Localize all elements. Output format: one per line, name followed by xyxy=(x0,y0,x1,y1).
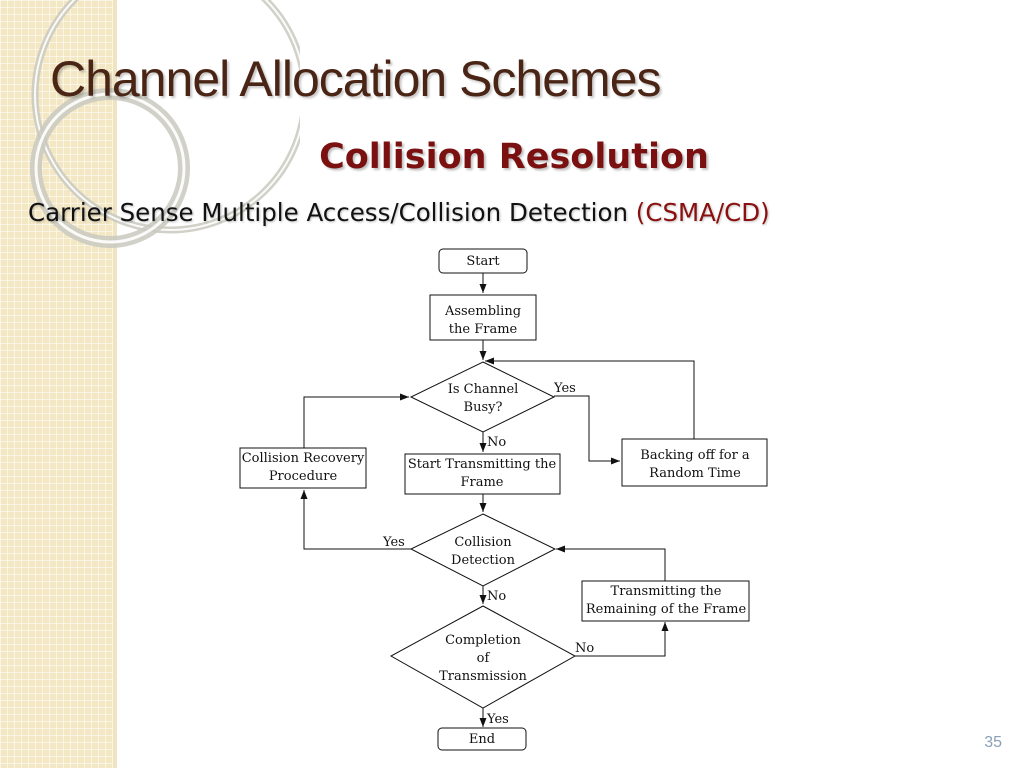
node-completion xyxy=(389,605,577,709)
node-backoff xyxy=(621,438,768,487)
flow-connectors xyxy=(300,273,695,727)
transmit-label-1: Start Transmitting the xyxy=(408,457,557,472)
collision-label-2: Detection xyxy=(451,553,516,568)
node-channel-busy xyxy=(409,361,556,433)
left-decorative-band xyxy=(0,0,113,768)
busy-label-1: Is Channel xyxy=(448,382,519,397)
node-collision-detection xyxy=(409,513,557,587)
assemble-label-2: the Frame xyxy=(449,322,518,337)
node-start xyxy=(438,248,528,274)
completion-label-2: of xyxy=(477,651,491,666)
node-start-transmit xyxy=(404,453,561,495)
remaining-label-2: Remaining of the Frame xyxy=(586,602,747,617)
heading-abbreviation: (CSMA/CD) xyxy=(635,198,770,227)
transmit-label-2: Frame xyxy=(460,475,503,490)
edge-label-collision-yes: Yes xyxy=(382,535,405,550)
left-band-edge xyxy=(113,0,117,768)
node-end xyxy=(437,727,527,751)
recovery-label-1: Collision Recovery xyxy=(242,451,365,466)
arrow-busy-yes-to-backoff xyxy=(554,395,620,465)
assemble-label-1: Assembling xyxy=(444,304,521,319)
node-transmit-remaining xyxy=(581,580,750,622)
completion-label-1: Completion xyxy=(445,633,521,648)
backoff-label-1: Backing off for a xyxy=(640,448,750,463)
edge-label-collision-no: No xyxy=(487,589,506,604)
edge-label-busy-no: No xyxy=(487,435,506,450)
edge-label-completion-no: No xyxy=(575,641,594,656)
end-label: End xyxy=(469,732,495,747)
slide-subtitle: Collision Resolution xyxy=(0,137,1024,177)
arrow-collision-yes-to-recovery xyxy=(300,490,411,550)
backoff-label-2: Random Time xyxy=(649,466,741,481)
start-label: Start xyxy=(466,254,500,269)
arrow-backoff-to-busy xyxy=(485,357,695,439)
arrow-remaining-to-collision xyxy=(556,545,666,581)
node-collision-recovery xyxy=(239,447,367,489)
node-assemble-frame xyxy=(429,294,537,341)
busy-label-2: Busy? xyxy=(464,400,503,415)
arrow-completion-no-to-remaining xyxy=(575,622,669,657)
subtitle-text: Collision Resolution xyxy=(319,137,709,177)
heading-main-text: Carrier Sense Multiple Access/Collision … xyxy=(28,198,628,227)
slide-number: 35 xyxy=(984,734,1002,751)
collision-label-1: Collision xyxy=(454,535,512,550)
recovery-label-2: Procedure xyxy=(269,469,338,484)
edge-label-completion-yes: Yes xyxy=(486,712,509,727)
edge-label-busy-yes: Yes xyxy=(553,381,576,396)
decorative-swirl xyxy=(30,0,300,248)
completion-label-3: Transmission xyxy=(439,669,527,684)
slide-title: Channel Allocation Schemes xyxy=(50,51,661,107)
section-heading: Carrier Sense Multiple Access/Collision … xyxy=(28,198,770,227)
arrow-recovery-to-busy xyxy=(303,393,409,448)
remaining-label-1: Transmitting the xyxy=(611,584,722,599)
